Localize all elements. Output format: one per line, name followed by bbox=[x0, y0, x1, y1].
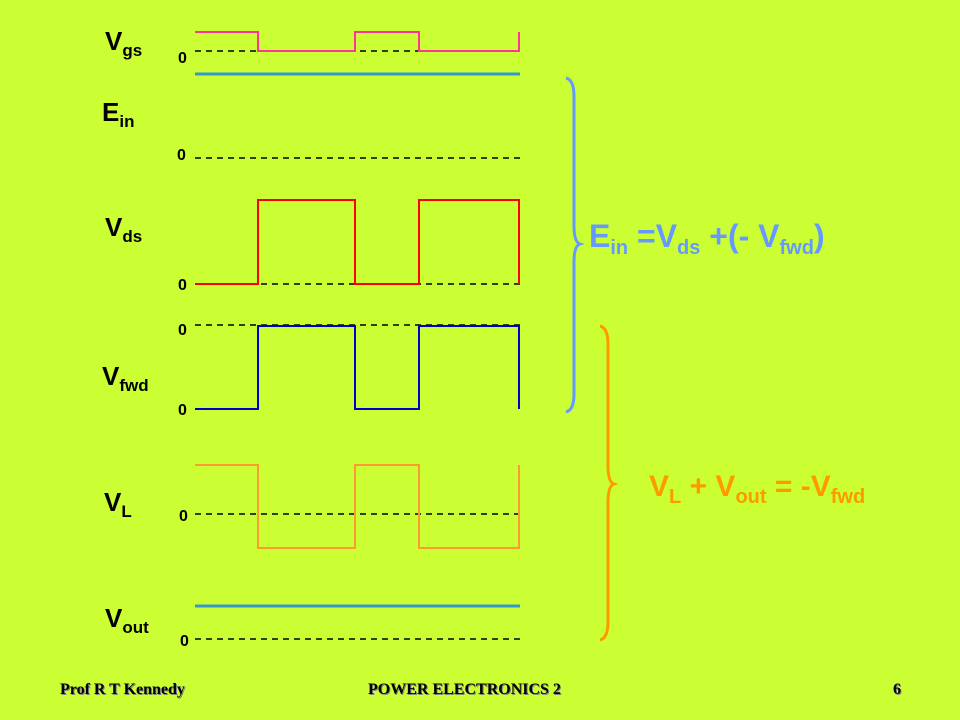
vl-waveform bbox=[195, 464, 520, 549]
vl-brace bbox=[599, 324, 619, 642]
vfwd-zero-label: 0 bbox=[178, 402, 187, 419]
vgs-waveform bbox=[195, 31, 520, 52]
vl-equation: VL + Vout = -Vfwd bbox=[649, 470, 866, 508]
vgs-label: Vgs bbox=[105, 26, 143, 60]
vfwd-top-zero-label: 0 bbox=[178, 322, 187, 339]
vfwd-label: Vfwd bbox=[102, 361, 149, 395]
ein-brace bbox=[565, 76, 585, 414]
vfwd-waveform bbox=[195, 325, 520, 410]
vout-zero-label: 0 bbox=[180, 633, 189, 650]
vl-label: VL bbox=[104, 487, 132, 521]
vds-label: Vds bbox=[105, 212, 143, 246]
footer-author: Prof R T Kennedy bbox=[60, 681, 185, 698]
ein-zero-label: 0 bbox=[177, 147, 186, 164]
vout-label: Vout bbox=[105, 603, 149, 637]
ein-equation: Ein =Vds +(- Vfwd) bbox=[589, 218, 825, 259]
footer-title: POWER ELECTRONICS 2 bbox=[368, 681, 561, 698]
vl-zero-label: 0 bbox=[179, 508, 188, 525]
vgs-zero-label: 0 bbox=[178, 50, 187, 67]
vds-zero-label: 0 bbox=[178, 277, 187, 294]
vds-waveform bbox=[195, 199, 520, 285]
ein-label: Ein bbox=[102, 97, 135, 131]
footer-page-number: 6 bbox=[893, 681, 901, 698]
